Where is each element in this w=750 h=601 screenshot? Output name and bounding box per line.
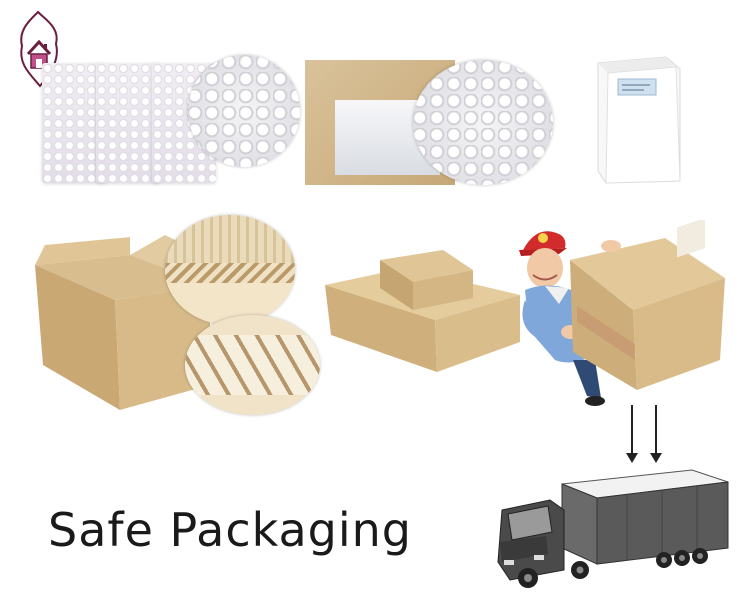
sealed-carton-photo xyxy=(325,240,525,380)
bubble-closeup xyxy=(413,60,553,185)
down-arrow-icon xyxy=(626,405,638,463)
white-box-photo xyxy=(588,55,683,185)
bubble-wrap-bags-photo xyxy=(40,55,300,195)
corrugated-carton-photo xyxy=(35,215,320,415)
bubble-bag xyxy=(96,63,160,183)
page-title: Safe Packaging xyxy=(48,503,413,557)
down-arrow-icon xyxy=(650,405,662,463)
delivery-truck xyxy=(492,462,737,592)
bubble-lined-box-photo xyxy=(305,60,553,190)
truck-icon xyxy=(497,469,729,588)
courier-photo xyxy=(515,218,730,410)
flute-closeup xyxy=(185,315,320,415)
flute-closeup xyxy=(165,215,295,325)
bubble-closeup xyxy=(188,55,300,167)
bubble-bag xyxy=(42,63,106,183)
